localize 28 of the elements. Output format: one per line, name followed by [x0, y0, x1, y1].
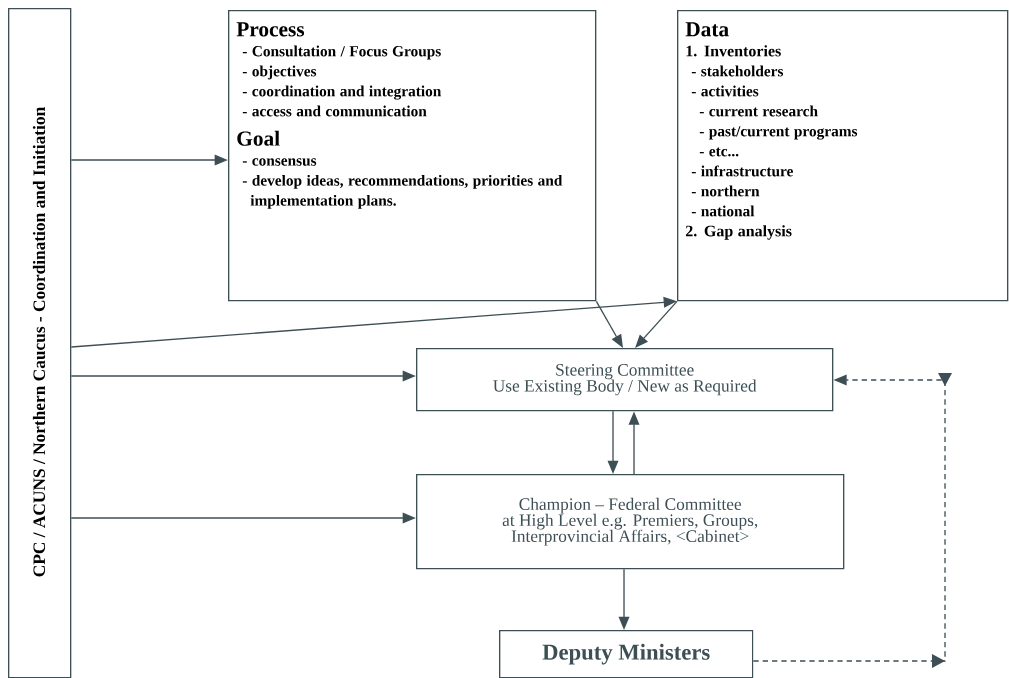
list-item: - stakeholders [691, 65, 784, 77]
committee-box: Steering Committee Use Existing Body / New as Required [416, 348, 834, 412]
list-box [228, 10, 597, 302]
list-heading: 1. Inventories [686, 45, 781, 57]
section-heading: Goal [237, 130, 280, 146]
section-heading: Data [685, 22, 729, 37]
committee-box: Champion – Federal Committee at High Level e.g. Premiers, Groups, Interprovincial Affairs, <Cabinet> [416, 474, 845, 570]
list-heading: 2. Gap analysis [685, 225, 792, 240]
title-box: Deputy Ministers [499, 630, 754, 678]
vertical-banner: CPC / ACUNS / Northern Caucus - Coordination and Initiation [8, 8, 72, 678]
list-item: - consensus [242, 158, 317, 166]
list-box [677, 10, 1009, 302]
list-item: - Consultation / Focus Groups [242, 45, 441, 60]
list-item: - coordination and integration [242, 85, 442, 100]
arrow [595, 300, 623, 348]
list-item: - northern [691, 185, 760, 197]
section-heading: Process [236, 22, 305, 37]
list-item: - past/current programs [699, 126, 858, 140]
list-item: - etc... [699, 147, 739, 157]
list-item: - current research [699, 105, 818, 117]
list-item: - develop ideas, recommendations, priorities and implementation plans. [242, 174, 563, 209]
list-item: - national [691, 205, 755, 217]
list-item: - activities [691, 85, 759, 97]
arrow [752, 373, 952, 668]
arrow [635, 300, 678, 348]
list-item: - objectives [242, 65, 317, 80]
list-item: - access and communication [242, 105, 427, 117]
list-item: - infrastructure [691, 165, 793, 177]
